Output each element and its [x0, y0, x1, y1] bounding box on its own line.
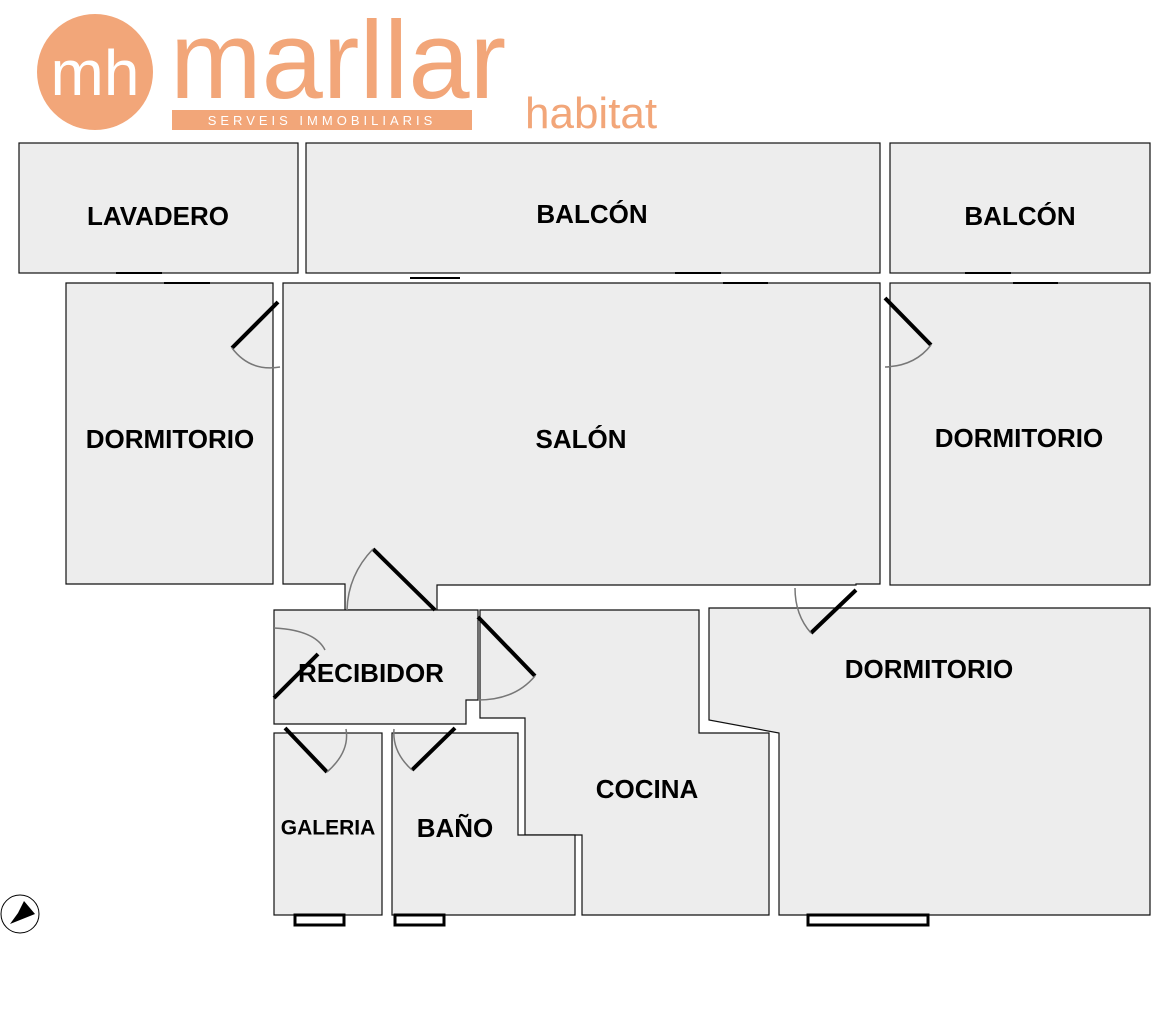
label-dormitorio-bottom: DORMITORIO	[845, 654, 1014, 684]
label-bano: BAÑO	[417, 813, 494, 843]
room-balcon-right	[889, 142, 1151, 274]
logo-tagline: SERVEIS IMMOBILIARIS	[208, 113, 437, 128]
room-dormitorio-right	[889, 282, 1151, 586]
door	[346, 547, 437, 612]
room-cocina	[479, 609, 770, 916]
logo-sub: habitat	[525, 89, 657, 138]
door	[883, 296, 933, 368]
room-balcon-center	[305, 142, 881, 274]
label-dormitorio-left: DORMITORIO	[86, 424, 255, 454]
door	[393, 726, 457, 772]
label-recibidor: RECIBIDOR	[298, 658, 444, 688]
room-salon	[282, 282, 881, 611]
watermark-logo: mh marllar SERVEIS IMMOBILIARIS habitat	[37, 0, 657, 138]
room-bano	[391, 732, 576, 916]
label-cocina: COCINA	[596, 774, 699, 804]
label-lavadero: LAVADERO	[87, 201, 229, 231]
door	[794, 587, 858, 635]
label-dormitorio-right: DORMITORIO	[935, 423, 1104, 453]
label-balcon-center: BALCÓN	[536, 199, 647, 229]
door	[283, 726, 348, 774]
window	[393, 913, 446, 927]
room-recibidor	[273, 609, 479, 725]
window	[293, 913, 346, 927]
label-salon: SALÓN	[536, 424, 627, 454]
door	[272, 627, 326, 700]
room-dormitorio-bottom	[708, 607, 1151, 916]
door	[476, 615, 537, 701]
logo-brand: marllar	[170, 0, 506, 122]
north-arrow-icon	[0, 894, 40, 934]
logo-monogram: mh	[51, 37, 140, 109]
room-dormitorio-left	[65, 282, 274, 585]
window	[806, 913, 930, 927]
room-galeria	[273, 732, 383, 916]
label-galeria: GALERIA	[281, 817, 376, 840]
door	[230, 300, 281, 369]
room-lavadero	[18, 142, 299, 274]
label-balcon-right: BALCÓN	[964, 201, 1075, 231]
